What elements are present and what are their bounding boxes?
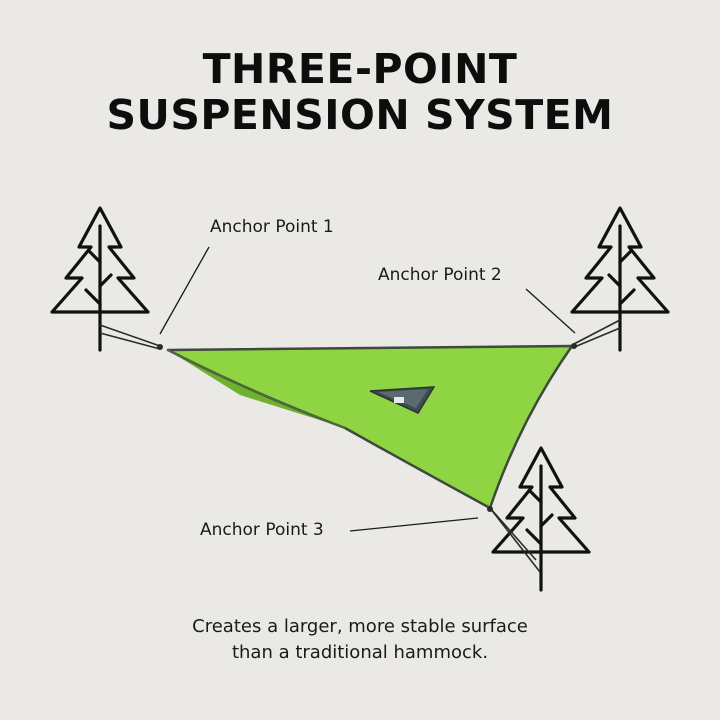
callout-line-2 — [525, 288, 576, 334]
tree-tent-hammock — [157, 343, 577, 512]
caption: Creates a larger, more stable surface th… — [0, 614, 720, 666]
hammock-fabric — [166, 344, 574, 510]
caption-line-1: Creates a larger, more stable surface — [192, 616, 528, 637]
tree-icon — [570, 206, 670, 352]
tree-icon — [491, 446, 591, 592]
callout-line-3 — [349, 517, 479, 532]
anchor-point-2-label: Anchor Point 2 — [378, 265, 502, 285]
tree-icon — [50, 206, 150, 352]
callout-line-1 — [159, 246, 210, 335]
title-line-1: THREE-POINT — [202, 45, 518, 93]
title-line-2: SUSPENSION SYSTEM — [106, 91, 614, 139]
anchor-point-3-label: Anchor Point 3 — [200, 520, 324, 540]
hammock-hatch — [369, 386, 436, 414]
callout-lines — [159, 246, 576, 532]
caption-line-2: than a traditional hammock. — [231, 642, 489, 663]
anchor-point-1-label: Anchor Point 1 — [210, 217, 334, 237]
anchor-straps — [99, 319, 621, 573]
page-title: THREE-POINT SUSPENSION SYSTEM — [0, 46, 720, 138]
